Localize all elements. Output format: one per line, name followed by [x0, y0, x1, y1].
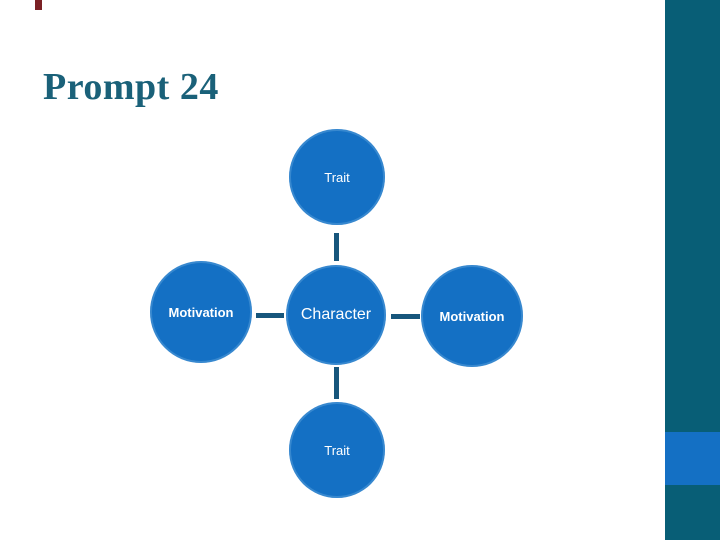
node-motivation-left: Motivation — [150, 261, 252, 363]
node-trait-top-label: Trait — [324, 169, 350, 185]
node-character-center: Character — [286, 265, 386, 365]
side-band — [665, 0, 720, 540]
side-band-accent — [665, 432, 720, 485]
node-trait-bottom: Trait — [289, 402, 385, 498]
node-motivation-right-label: Motivation — [439, 308, 505, 324]
node-motivation-left-label: Motivation — [168, 304, 234, 320]
node-trait-bottom-label: Trait — [324, 442, 350, 458]
node-motivation-right: Motivation — [421, 265, 523, 367]
connector-center-to-bottom — [334, 367, 339, 399]
node-character-center-label: Character — [300, 306, 372, 323]
connector-center-to-top — [334, 233, 339, 261]
connector-center-to-left — [256, 313, 284, 318]
slide-title: Prompt 24 — [43, 66, 219, 109]
node-trait-top: Trait — [289, 129, 385, 225]
top-left-marker — [35, 0, 42, 10]
connector-center-to-right — [391, 314, 420, 319]
